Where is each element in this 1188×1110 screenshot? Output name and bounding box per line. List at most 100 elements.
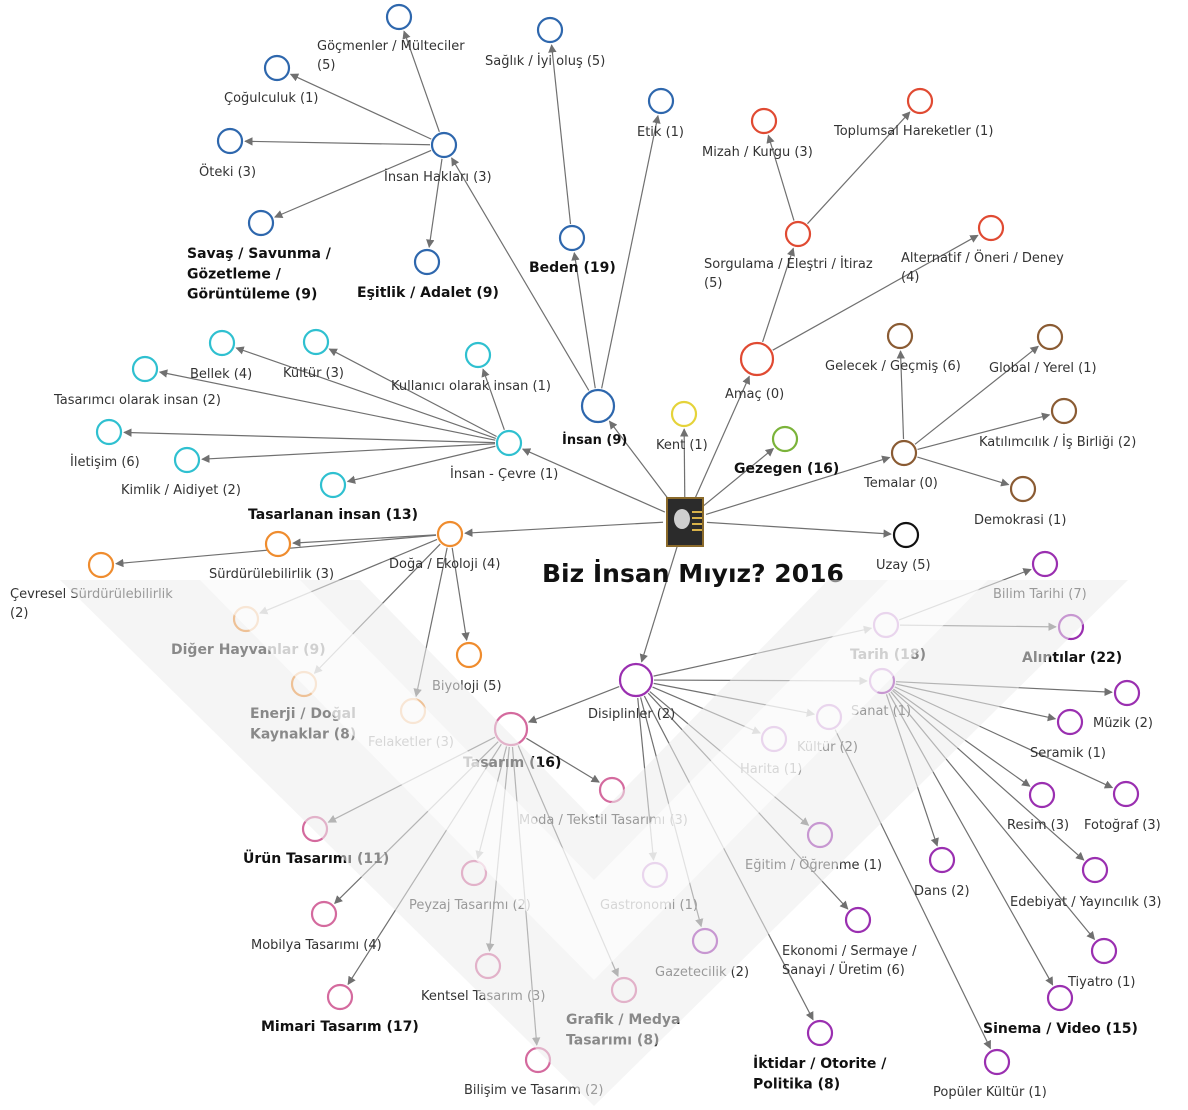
label-line: İktidar / Otorite /: [753, 1055, 887, 1072]
node-resim[interactable]: [1028, 781, 1056, 809]
node-oteki[interactable]: [216, 127, 244, 155]
node-disiplinler[interactable]: [618, 662, 654, 698]
label-insan_haklari: İnsan Hakları (3): [384, 169, 492, 185]
label-iletisim: İletişim (6): [70, 454, 140, 470]
node-uzay[interactable]: [892, 521, 920, 549]
node-gelecek[interactable]: [886, 322, 914, 350]
node-iletisim[interactable]: [95, 418, 123, 446]
label-iktidar: İktidar / Otorite /Politika (8): [753, 1055, 887, 1092]
label-tiyatro: Tiyatro (1): [1067, 975, 1135, 990]
node-kimlik[interactable]: [173, 446, 201, 474]
node-insan[interactable]: [580, 388, 616, 424]
node-cevresel[interactable]: [87, 551, 115, 579]
node-gocmenler[interactable]: [385, 3, 413, 31]
edge-sorgulama-mizah: [766, 134, 795, 221]
label-line: Fotoğraf (3): [1084, 818, 1161, 833]
node-tasarimci[interactable]: [131, 355, 159, 383]
label-line: Kullanıcı olarak insan (1): [391, 379, 551, 394]
label-tasarimci: Tasarımcı olarak insan (2): [53, 393, 221, 408]
node-muzik[interactable]: [1113, 679, 1141, 707]
edge-disiplinler-tasarim: [527, 686, 620, 724]
label-uzay: Uzay (5): [876, 558, 931, 573]
edge-temalar-global: [914, 345, 1039, 445]
label-bilisim: Bilişim ve Tasarım (2): [464, 1083, 603, 1098]
node-kullanici[interactable]: [464, 341, 492, 369]
node-esitlik[interactable]: [413, 248, 441, 276]
label-line: İletişim (6): [70, 454, 140, 470]
label-line: İnsan Hakları (3): [384, 169, 492, 185]
label-saglik: Sağlık / İyi oluş (5): [485, 53, 605, 69]
node-insan_haklari[interactable]: [430, 131, 458, 159]
label-line: Sorgulama / Eleştri / İtiraz: [704, 256, 873, 272]
node-saglik[interactable]: [536, 16, 564, 44]
node-alternatif[interactable]: [977, 214, 1005, 242]
edge-temalar-demokrasi: [917, 456, 1010, 487]
node-mobilya[interactable]: [310, 900, 338, 928]
label-ekonomi: Ekonomi / Sermaye /Sanayi / Üretim (6): [782, 944, 917, 978]
label-line: Sanayi / Üretim (6): [782, 961, 905, 978]
label-global: Global / Yerel (1): [989, 361, 1097, 376]
edge-sorgulama-toplumsal: [807, 111, 911, 225]
node-bellek[interactable]: [208, 329, 236, 357]
node-surdurulebilirlik[interactable]: [264, 530, 292, 558]
edge-insan-insan_haklari: [451, 157, 590, 391]
node-demokrasi[interactable]: [1009, 475, 1037, 503]
label-line: Doğa / Ekoloji (4): [389, 557, 500, 572]
label-line: Amaç (0): [725, 387, 784, 402]
edge-center-disiplinler: [639, 541, 680, 663]
node-gezegen[interactable]: [771, 425, 799, 453]
label-katilimcilik: Katılımcılık / İş Birliği (2): [979, 434, 1136, 450]
edge-center-insan: [608, 420, 673, 504]
edge-center-gezegen: [701, 447, 775, 508]
node-savas[interactable]: [247, 209, 275, 237]
node-biyoloji[interactable]: [455, 641, 483, 669]
edge-insan-beden: [571, 251, 596, 389]
label-line: Global / Yerel (1): [989, 361, 1097, 376]
label-oteki: Öteki (3): [199, 163, 256, 180]
node-populer[interactable]: [983, 1048, 1011, 1076]
node-fotograf[interactable]: [1112, 780, 1140, 808]
node-tasarlanan[interactable]: [319, 471, 347, 499]
label-sorgulama: Sorgulama / Eleştri / İtiraz(5): [704, 256, 873, 291]
edge-temalar-gelecek: [896, 350, 905, 440]
node-tiyatro[interactable]: [1090, 937, 1118, 965]
node-doga[interactable]: [436, 520, 464, 548]
node-sinema[interactable]: [1046, 984, 1074, 1012]
edge-doga-biyoloji: [451, 547, 470, 642]
node-temalar[interactable]: [890, 439, 918, 467]
node-global[interactable]: [1036, 323, 1064, 351]
node-ekonomi[interactable]: [844, 906, 872, 934]
label-tasarlanan: Tasarlanan insan (13): [248, 507, 418, 523]
node-amac[interactable]: [739, 341, 775, 377]
label-esitlik: Eşitlik / Adalet (9): [357, 285, 499, 301]
node-insan_cevre[interactable]: [495, 429, 523, 457]
cover-stripe: [692, 517, 702, 519]
label-line: Mimari Tasarım (17): [261, 1019, 419, 1035]
label-kimlik: Kimlik / Aidiyet (2): [121, 483, 241, 498]
node-mimari[interactable]: [326, 983, 354, 1011]
node-seramik[interactable]: [1056, 708, 1084, 736]
label-kullanici: Kullanıcı olarak insan (1): [391, 379, 551, 394]
node-kent[interactable]: [670, 400, 698, 428]
node-edebiyat[interactable]: [1081, 856, 1109, 884]
edge-center-uzay: [706, 521, 892, 538]
edge-center-doga: [464, 521, 664, 537]
node-beden[interactable]: [558, 224, 586, 252]
node-bilim_tarihi[interactable]: [1031, 550, 1059, 578]
label-gocmenler: Göçmenler / Mülteciler(5): [317, 39, 465, 73]
label-beden: Beden (19): [529, 260, 616, 276]
node-katilimcilik[interactable]: [1050, 397, 1078, 425]
cover-stripe: [692, 511, 702, 513]
node-etik[interactable]: [647, 87, 675, 115]
node-toplumsal[interactable]: [906, 87, 934, 115]
node-dans[interactable]: [928, 846, 956, 874]
node-sorgulama[interactable]: [784, 220, 812, 248]
edge-insan_cevre-tasarlanan: [346, 445, 496, 484]
label-line: Demokrasi (1): [974, 513, 1066, 528]
node-kultur_c[interactable]: [302, 328, 330, 356]
node-cogulculuk[interactable]: [263, 54, 291, 82]
center-cover-image[interactable]: [666, 497, 704, 547]
edge-insan-etik: [601, 114, 661, 389]
node-mizah[interactable]: [750, 107, 778, 135]
node-iktidar[interactable]: [806, 1019, 834, 1047]
